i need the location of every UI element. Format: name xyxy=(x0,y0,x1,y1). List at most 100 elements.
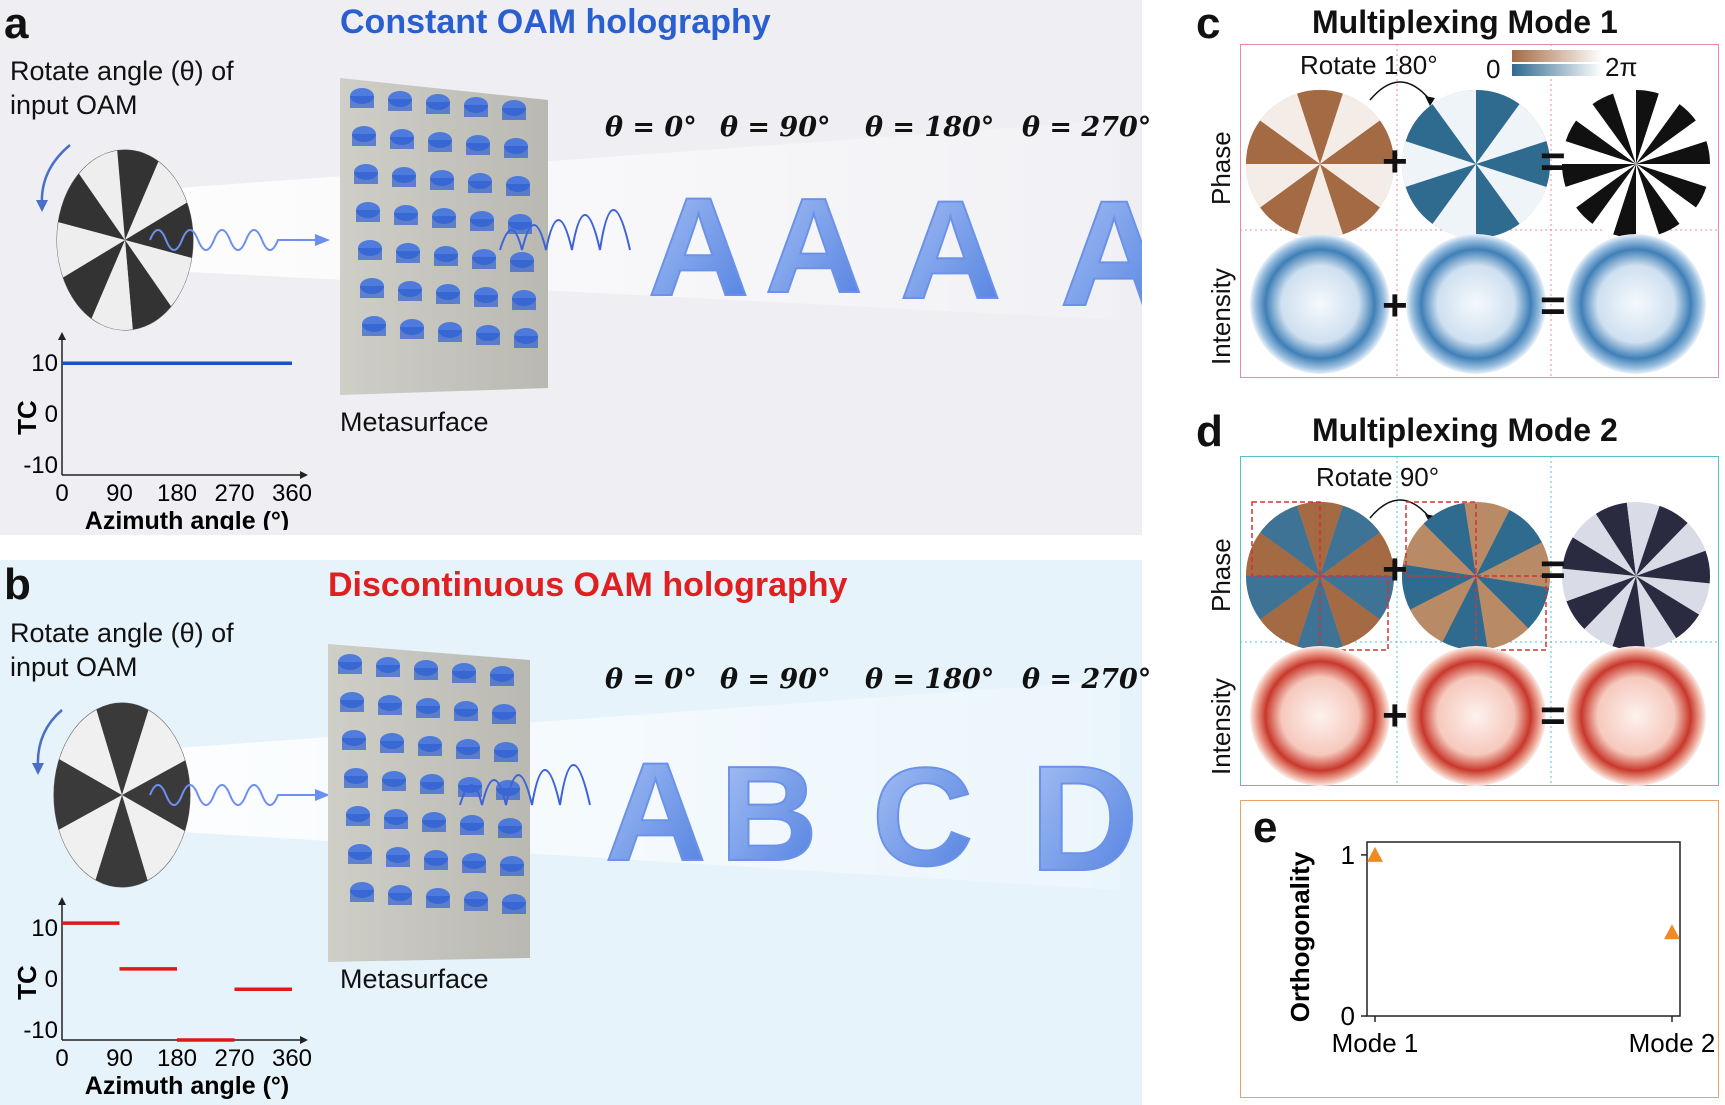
nano-pillar-body xyxy=(352,134,376,146)
nano-pillar-body xyxy=(432,216,456,228)
nano-pillar-body xyxy=(510,260,534,272)
nano-pillar-body xyxy=(414,668,438,680)
phase-wedge xyxy=(1572,513,1636,576)
panel-a-rotate-text-1: Rotate angle (θ) of xyxy=(10,56,234,86)
panel-c-title: Multiplexing Mode 1 xyxy=(1312,4,1618,40)
equals-sign: = xyxy=(1540,137,1566,186)
nano-pillar-body xyxy=(350,96,374,108)
y-tick-label: 10 xyxy=(31,915,58,942)
phase-wedge xyxy=(1636,523,1706,576)
nano-pillar-body xyxy=(422,820,446,832)
x-tick-label: 180 xyxy=(157,1045,197,1072)
y-axis-label: Orthogonality xyxy=(1285,851,1315,1022)
angle-label: θ = 90° xyxy=(720,112,831,143)
x-tick-label: Mode 2 xyxy=(1629,1028,1716,1058)
phase-wedge xyxy=(1476,104,1547,164)
nano-pillar-body xyxy=(498,826,522,838)
colorbar-max: 2π xyxy=(1605,52,1638,82)
angle-label: θ = 90° xyxy=(720,664,831,695)
angle-label: θ = 0° xyxy=(605,112,697,143)
metasurface-plate xyxy=(340,78,548,395)
nano-pillar-body xyxy=(344,776,368,788)
phase-wedge xyxy=(1320,120,1394,164)
nano-pillar-body xyxy=(476,333,500,345)
equals-sign: = xyxy=(1540,691,1566,740)
y-axis-label: TC xyxy=(12,965,42,1000)
nano-pillar-body xyxy=(342,738,366,750)
phase-wedge xyxy=(1297,164,1343,239)
x-axis-arrow xyxy=(300,471,308,479)
oam-spiral-output xyxy=(499,209,631,251)
phase-wedge xyxy=(1626,502,1660,576)
intensity-pattern xyxy=(1566,234,1706,374)
phase-wedge xyxy=(1636,141,1710,164)
phase-wedge xyxy=(1613,90,1636,164)
nano-pillar-body xyxy=(340,700,364,712)
plus-sign: + xyxy=(1382,137,1408,186)
phase-wedge xyxy=(95,795,148,887)
y-tick-label: -10 xyxy=(23,452,58,479)
holo-letters-a: A A A A xyxy=(647,167,1142,338)
phase-wedge xyxy=(1320,164,1380,235)
phase-wedge xyxy=(1592,93,1636,164)
intensity-pattern xyxy=(1406,646,1546,786)
phase-disc-brown xyxy=(1246,90,1394,239)
nano-pillar-body xyxy=(436,292,460,304)
nano-pillar-body xyxy=(426,896,450,908)
metasurface-label: Metasurface xyxy=(340,407,489,437)
colorbar-blue xyxy=(1512,64,1602,76)
holo-letters-b: A B C D xyxy=(604,732,1139,903)
colorbar-min: 0 xyxy=(1486,54,1501,84)
phase-wedge xyxy=(1566,576,1636,629)
x-tick-label: 90 xyxy=(106,1045,133,1072)
phase-wedge xyxy=(54,759,122,830)
y-tick-label: -10 xyxy=(23,1017,58,1044)
x-tick-label: 270 xyxy=(214,1045,254,1072)
y-tick-label: 0 xyxy=(45,966,58,993)
y-tick-label: 1 xyxy=(1341,840,1355,870)
phase-disc-split-rotated xyxy=(1402,502,1550,650)
colorbar-brown xyxy=(1512,50,1602,62)
x-tick-label: 360 xyxy=(272,1045,312,1072)
phase-wedge xyxy=(1402,141,1476,187)
nano-pillar-body xyxy=(416,706,440,718)
highlight-box xyxy=(1405,501,1477,577)
holo-letter: C xyxy=(872,738,973,895)
phase-wedge xyxy=(1476,576,1529,650)
phase-wedge xyxy=(1476,141,1550,187)
phase-wedge xyxy=(1636,164,1710,187)
nano-pillar-body xyxy=(474,295,498,307)
rotate-arrow xyxy=(1369,81,1431,101)
nano-pillar-body xyxy=(354,172,378,184)
phase-wedge xyxy=(1320,505,1380,576)
phase-wedge xyxy=(1405,164,1476,224)
nano-pillar-body xyxy=(380,741,404,753)
panel-c-grid xyxy=(1240,44,1719,378)
x-tick-label: 180 xyxy=(157,480,197,507)
nano-pillar-body xyxy=(502,108,526,120)
phase-wedge xyxy=(1297,90,1343,164)
panel-d-title: Multiplexing Mode 2 xyxy=(1312,412,1618,448)
nano-pillar-body xyxy=(430,178,454,190)
orthogonality-point xyxy=(1664,924,1680,940)
phase-wedge xyxy=(91,240,133,330)
row-label-phase: Phase xyxy=(1206,538,1236,612)
nano-pillar-body xyxy=(390,137,414,149)
panel-a-rotate-text-2: input OAM xyxy=(10,90,138,120)
holo-letter: B xyxy=(720,738,818,889)
nano-pillar-body xyxy=(396,251,420,263)
panel-c-frame xyxy=(1240,44,1719,378)
intensity-pattern xyxy=(1566,646,1706,786)
phase-wedge xyxy=(1402,523,1476,576)
phase-wedge xyxy=(96,703,149,795)
phase-wedge xyxy=(1476,510,1542,576)
oam-spiral-output xyxy=(459,764,591,806)
phase-wedge xyxy=(1592,164,1636,235)
phase-wedge xyxy=(1562,164,1636,187)
phase-wedge xyxy=(1260,93,1320,164)
intensity-pattern xyxy=(1406,234,1546,374)
phase-wedge xyxy=(1562,537,1636,576)
nano-pillar-body xyxy=(346,814,370,826)
phase-wedge xyxy=(1636,576,1700,639)
rotate-arrow xyxy=(1369,499,1431,519)
